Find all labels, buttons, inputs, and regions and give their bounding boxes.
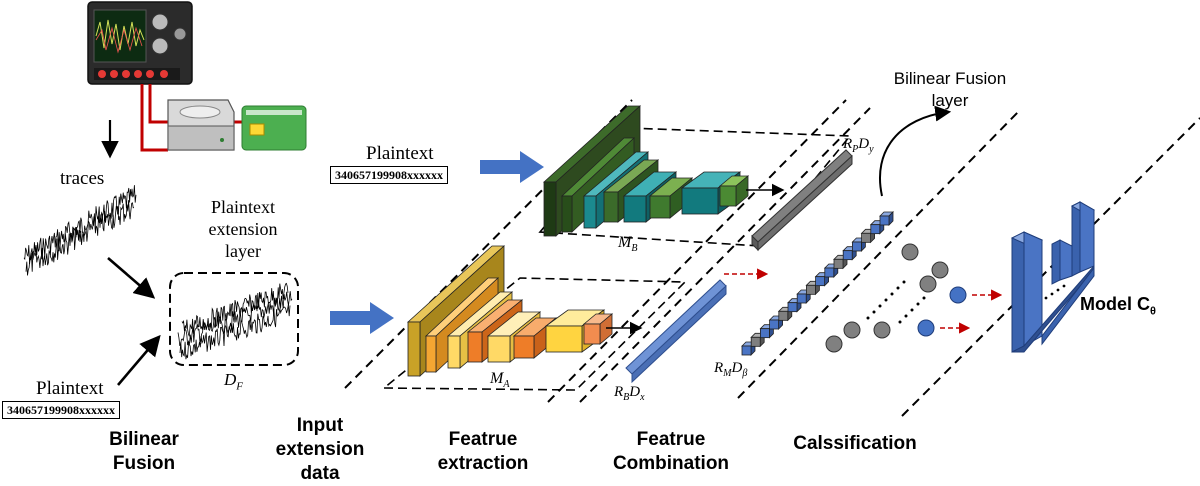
extension-trace-line bbox=[177, 291, 293, 347]
model-c-sub: θ bbox=[1150, 305, 1156, 318]
traces-label: traces bbox=[60, 168, 105, 189]
rmdb-combined-bar bbox=[741, 211, 894, 356]
ma-layer bbox=[582, 313, 614, 345]
stage-line: Featrue bbox=[448, 429, 518, 450]
stage-line: Fusion bbox=[112, 453, 176, 474]
rpdy-r-sub: P bbox=[852, 144, 859, 155]
rbdx-r-sub: B bbox=[623, 392, 630, 403]
bilinear-fusion-layer-line: Bilinear Fusion bbox=[893, 69, 1007, 88]
plaintext-extension-line: extension bbox=[208, 219, 278, 239]
plaintext-extension-line: layer bbox=[225, 241, 261, 261]
rmdb-r-sub: M bbox=[723, 368, 732, 379]
stage-line: Featrue bbox=[636, 429, 706, 450]
model-c-icon bbox=[1010, 201, 1096, 353]
card-reader-icon bbox=[167, 99, 235, 151]
plaintext-extension-line: Plaintext bbox=[211, 197, 275, 217]
stage-line: Bilinear bbox=[109, 429, 179, 450]
extension-trace-line bbox=[181, 282, 289, 337]
stage-line: data bbox=[300, 463, 340, 484]
mb-network bbox=[542, 105, 750, 237]
stage-classification: Calssification bbox=[793, 433, 917, 454]
rbdx-d-sub: x bbox=[640, 392, 645, 403]
rmdb-d: D bbox=[731, 360, 743, 376]
extension-trace-line bbox=[179, 304, 291, 360]
rbdx-r: R bbox=[614, 384, 624, 400]
df-main: D bbox=[224, 370, 237, 389]
stage-line: Input bbox=[296, 415, 344, 436]
df-label: DF bbox=[224, 370, 243, 392]
rbdx-d: D bbox=[629, 384, 641, 400]
stage-line: extraction bbox=[437, 453, 529, 474]
ma-layer bbox=[512, 317, 558, 359]
rbdx-feature-bar bbox=[625, 279, 727, 384]
plaintext-extension-label: Plaintext extension layer bbox=[200, 196, 286, 262]
rbdx-label: RBDx bbox=[614, 384, 645, 403]
stage-feature-combination: Featrue Combination bbox=[598, 428, 744, 476]
ma-network bbox=[406, 245, 614, 377]
plaintext-bottom-label: Plaintext bbox=[36, 378, 104, 399]
bilinear-fusion-layer-label: Bilinear Fusion layer bbox=[880, 68, 1020, 112]
rpdy-r: R bbox=[843, 136, 853, 152]
classification-nodes bbox=[825, 243, 967, 353]
model-c-main: Model C bbox=[1080, 294, 1150, 314]
stage-bilinear-fusion: Bilinear Fusion bbox=[96, 428, 192, 476]
red-arrows bbox=[724, 268, 1003, 334]
separator-lines bbox=[344, 99, 1200, 417]
mb-sub: B bbox=[631, 243, 638, 255]
model-c-label: Model Cθ bbox=[1080, 294, 1156, 318]
rmdb-label: RMDβ bbox=[714, 360, 747, 379]
arrow bbox=[879, 105, 952, 197]
rpdy-d-sub: y bbox=[869, 144, 874, 155]
mb-layer bbox=[718, 175, 750, 207]
plaintext-extension-box bbox=[169, 272, 299, 366]
combined-cube bbox=[879, 211, 894, 226]
rpdy-feature-bar bbox=[751, 149, 853, 252]
stage-line: extension bbox=[275, 439, 365, 460]
stage-input-extension: Input extension data bbox=[268, 414, 372, 486]
cable-line bbox=[148, 84, 168, 124]
arrow bbox=[117, 334, 161, 386]
rmdb-r: R bbox=[714, 360, 724, 376]
trace-line bbox=[23, 185, 137, 265]
cable-line bbox=[140, 84, 168, 152]
mb-main: M bbox=[618, 234, 632, 251]
rpdy-d: D bbox=[858, 136, 870, 152]
stage-line: Combination bbox=[612, 453, 730, 474]
blue-arrow bbox=[330, 302, 394, 334]
ma-label: MA bbox=[490, 370, 509, 390]
arrow bbox=[107, 257, 156, 299]
ma-main: M bbox=[490, 370, 504, 387]
rpdy-label: RPDy bbox=[843, 136, 874, 155]
rmdb-d-sub: β bbox=[742, 368, 748, 379]
df-sub: F bbox=[236, 380, 244, 393]
extension-waveform bbox=[177, 282, 293, 360]
plaintext-top-value: 340657199908xxxxxx bbox=[330, 166, 448, 184]
bilinear-fusion-layer-line: layer bbox=[931, 91, 969, 110]
trace-line bbox=[25, 200, 135, 276]
mb-label: MB bbox=[618, 234, 637, 254]
plaintext-top-label: Plaintext bbox=[366, 143, 434, 164]
smart-card-icon bbox=[241, 105, 307, 151]
oscilloscope-icon bbox=[87, 1, 193, 85]
plaintext-bottom-value: 340657199908xxxxxx bbox=[2, 401, 120, 419]
blue-arrow bbox=[480, 151, 544, 183]
traces-waveform bbox=[23, 185, 137, 276]
ma-sub: A bbox=[503, 379, 510, 391]
stage-feature-extraction: Featrue extraction bbox=[428, 428, 538, 476]
